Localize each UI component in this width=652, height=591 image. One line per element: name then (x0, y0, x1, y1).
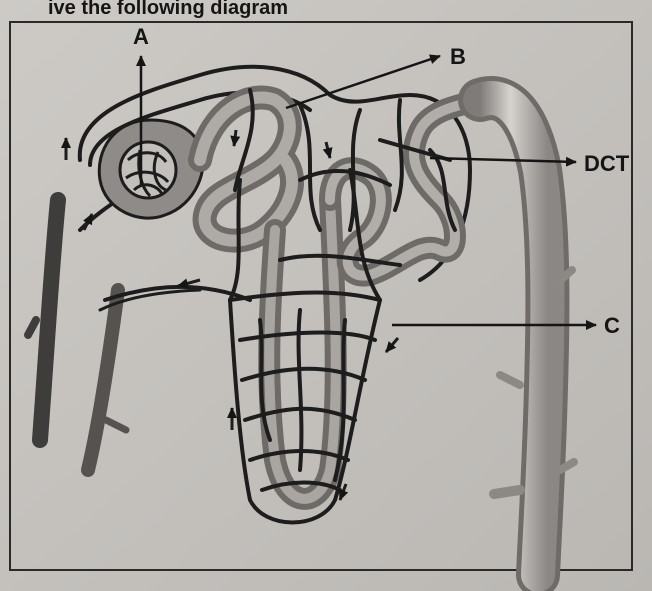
label-dct: DCT (584, 151, 630, 176)
label-c: C (604, 313, 620, 338)
label-b: B (450, 44, 466, 69)
label-a: A (133, 24, 149, 49)
cropped-heading-text: ive the following diagram (48, 0, 288, 19)
